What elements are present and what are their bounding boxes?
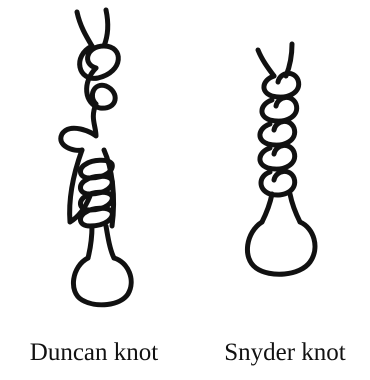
snyder-knot-caption: Snyder knot	[205, 338, 365, 368]
snyder-knot-drawing	[247, 44, 315, 274]
duncan-knot-caption: Duncan knot	[8, 338, 180, 368]
duncan-knot-drawing	[61, 10, 131, 305]
